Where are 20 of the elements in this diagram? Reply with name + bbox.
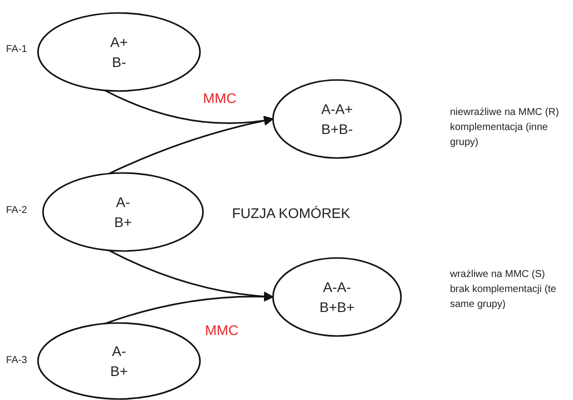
allele-text: A-	[116, 193, 130, 212]
allele-text: B-	[112, 53, 126, 72]
allele-text: B+	[110, 362, 128, 381]
cell-line-label: FA-1	[6, 43, 28, 57]
allele-text: B+B+	[319, 298, 355, 317]
note-text: niewrażliwe na MMC (R) komplementacja (inne grupy)	[450, 106, 560, 150]
arrow	[108, 116, 274, 174]
cell-line-label: FA-2	[6, 204, 28, 218]
allele-text: B+	[114, 213, 132, 232]
arrow	[104, 292, 274, 324]
allele-text: A-A-	[323, 278, 351, 297]
cell-line-label: FA-3	[6, 354, 28, 368]
process-label: FUZJA KOMÓREK	[232, 204, 350, 223]
allele-text: A-	[112, 342, 126, 361]
allele-text: A+	[110, 33, 128, 52]
edge-label: MMC	[203, 89, 236, 108]
edge-label: MMC	[205, 321, 238, 340]
allele-text: A-A+	[321, 100, 353, 119]
note-text: wrażliwe na MMC (S) brak komplementacji (te same grupy)	[450, 268, 558, 312]
allele-text: B+B-	[321, 120, 353, 139]
